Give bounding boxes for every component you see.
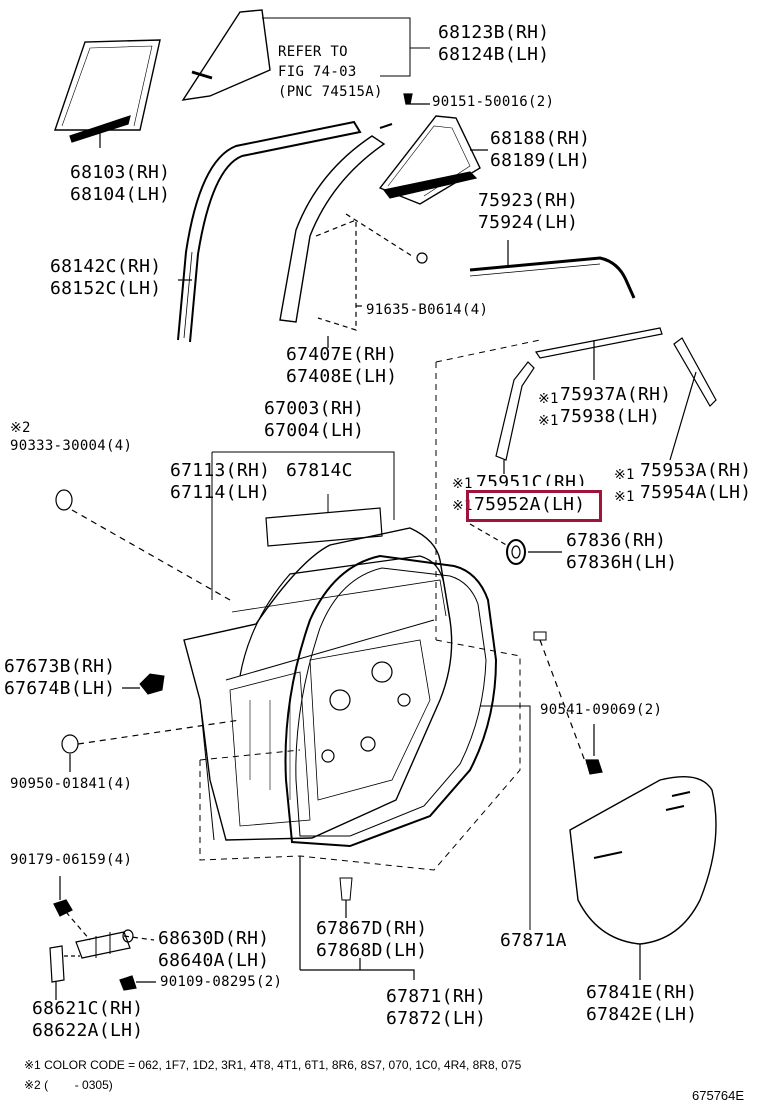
label-68621[interactable]: 68621C(RH)68622A(LH)	[32, 998, 144, 1041]
mark-2-90333: ※2	[10, 420, 31, 436]
nut-90179	[53, 876, 91, 941]
label-67836[interactable]: 67836(RH)67836H(LH)	[566, 530, 678, 573]
trim-67871A	[239, 555, 531, 930]
bracket-67871	[300, 958, 415, 980]
bolt-90541	[533, 631, 603, 775]
glass-68123	[181, 9, 430, 101]
clip-90950	[61, 719, 241, 772]
label-90950[interactable]: 90950-01841(4)	[10, 776, 133, 792]
grommet-67836	[469, 523, 562, 565]
clip-67673	[122, 673, 165, 695]
label-67841[interactable]: 67841E(RH)67842E(LH)	[586, 982, 698, 1025]
bolt-90109	[119, 975, 156, 991]
glass-68188	[378, 115, 488, 205]
label-90151[interactable]: 90151-50016(2)	[432, 94, 555, 110]
highlight-box-75952	[466, 490, 602, 522]
label-67113[interactable]: 67113(RH)67114(LH)	[170, 460, 271, 503]
bracket-67003	[211, 451, 395, 600]
moulding-75953	[669, 337, 717, 461]
label-68123[interactable]: 68123B(RH)68124B(LH)	[438, 22, 550, 65]
label-90541[interactable]: 90541-09069(2)	[540, 702, 663, 718]
label-75951[interactable]: 75951C(RH)	[476, 472, 588, 486]
label-67003[interactable]: 67003(RH)67004(LH)	[264, 398, 365, 441]
label-75937[interactable]: 75937A(RH)75938(LH)	[560, 384, 672, 427]
hinge-68621	[49, 945, 80, 1000]
label-75923[interactable]: 75923(RH)75924(LH)	[478, 190, 579, 233]
run-channel-68142	[177, 120, 362, 343]
mark-1-75953: ※1※1	[614, 467, 635, 505]
label-68103[interactable]: 68103(RH)68104(LH)	[70, 162, 171, 205]
weatherstrip-67871	[284, 554, 498, 970]
label-67867[interactable]: 67867D(RH)67868D(LH)	[316, 918, 428, 961]
clip-67867	[339, 877, 353, 918]
label-68630[interactable]: 68630D(RH)68640A(LH)	[158, 928, 270, 971]
label-68142[interactable]: 68142C(RH)68152C(LH)	[50, 256, 162, 299]
label-67673[interactable]: 67673B(RH)67674B(LH)	[4, 656, 116, 699]
screw-90151	[403, 93, 430, 105]
division-bar-67407	[279, 123, 428, 348]
moulding-75951	[495, 361, 535, 474]
label-67871A[interactable]: 67871A	[500, 930, 567, 951]
mark-1-75951: ※1	[452, 476, 473, 492]
moulding-75923	[469, 240, 636, 299]
mark-1-75937: ※1※1	[538, 391, 559, 429]
quarter-glass-68103	[54, 39, 161, 148]
label-68188[interactable]: 68188(RH)68189(LH)	[490, 128, 591, 171]
label-67871[interactable]: 67871(RH)67872(LH)	[386, 986, 487, 1029]
label-90333[interactable]: 90333-30004(4)	[10, 438, 133, 454]
label-75952[interactable]: 75952A(LH)	[474, 494, 586, 515]
note-range: ※2 ( - 0305)	[24, 1078, 113, 1092]
label-90179[interactable]: 90179-06159(4)	[10, 852, 133, 868]
hinge-68630	[75, 929, 155, 959]
weatherstrip-67814	[265, 507, 383, 547]
label-91635[interactable]: 91635-B0614(4)	[366, 302, 489, 318]
cover-67841	[569, 776, 717, 980]
note-color-code: ※1 COLOR CODE = 062, 1F7, 1D2, 3R1, 4T8,…	[24, 1058, 522, 1072]
figure-id: 675764E	[692, 1088, 745, 1103]
label-90109[interactable]: 90109-08295(2)	[160, 974, 283, 990]
label-67407[interactable]: 67407E(RH)67408E(LH)	[286, 344, 398, 387]
door-panel-67003	[183, 527, 453, 841]
clip-90333	[55, 489, 231, 601]
moulding-75937	[535, 327, 663, 380]
label-75953[interactable]: 75953A(RH)75954A(LH)	[640, 460, 752, 503]
dashed-frame	[199, 339, 541, 871]
label-67814[interactable]: 67814C	[286, 460, 353, 481]
